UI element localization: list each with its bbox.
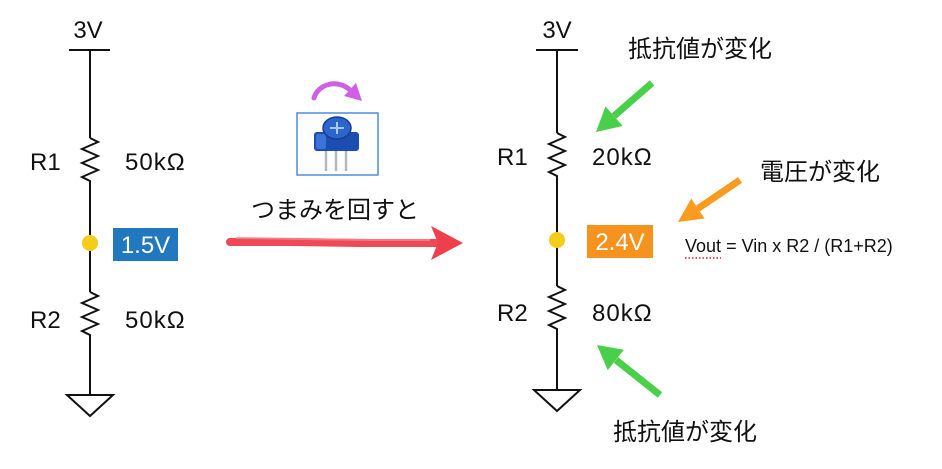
right-voltage-badge [587, 225, 653, 258]
left-circuit: 3V R1 50kΩ 1.5V R2 50kΩ [30, 17, 186, 418]
right-r2-value: 80kΩ [592, 300, 653, 327]
right-supply-label: 3V [542, 17, 571, 44]
r1-change-arrow-shaft [611, 80, 655, 119]
rotate-arrow-head [344, 83, 362, 101]
voltage-change-arrow-shaft [696, 177, 742, 212]
right-voltage-value: 2.4V [595, 229, 644, 256]
voltage-change-arrow-icon [678, 177, 742, 222]
r2-change-arrow-shaft [613, 357, 663, 398]
transition-arrow-brush [235, 237, 430, 241]
right-circuit: 3V R1 20kΩ 2.4V Vout = Vin x R2 / (R1+R2… [497, 17, 893, 413]
right-ground-symbol [531, 389, 583, 413]
transition-arrow-icon [226, 226, 463, 260]
left-r1-resistor [79, 137, 101, 185]
transition-arrow-shaft [226, 238, 442, 247]
right-output-node [549, 232, 565, 248]
rotate-arrow-shaft [311, 81, 354, 101]
right-r1-value: 20kΩ [592, 144, 653, 171]
left-r2-resistor [79, 291, 101, 340]
r1-change-label: 抵抗値が変化 [628, 35, 772, 63]
r2-change-label: 抵抗値が変化 [613, 418, 757, 446]
r2-change-arrow-icon [597, 345, 663, 398]
transition-arrow-head [431, 226, 463, 260]
right-r2-label: R2 [497, 300, 528, 327]
left-output-node [82, 235, 98, 251]
action-caption: つまみを回すと [251, 196, 419, 224]
right-r2-resistor [546, 285, 568, 334]
voltage-change-label: 電圧が変化 [760, 158, 880, 186]
left-voltage-value: 1.5V [121, 232, 170, 259]
rotate-arrow-icon [311, 81, 362, 101]
right-r1-label: R1 [497, 144, 528, 171]
r1-change-arrow-head [596, 106, 623, 132]
voltage-change-arrow-head [678, 198, 705, 222]
left-r2-label: R2 [30, 307, 61, 334]
left-voltage-badge [113, 228, 178, 261]
left-r1-label: R1 [30, 149, 61, 176]
formula-vout-term: Vout [685, 236, 721, 256]
r2-change-arrow-head [597, 345, 624, 371]
potentiometer-body-highlight [316, 134, 326, 149]
transition-section: つまみを回すと [226, 81, 463, 260]
formula-expression: = Vin x R2 / (R1+R2) [726, 236, 893, 256]
left-r1-value: 50kΩ [125, 149, 186, 176]
left-supply-label: 3V [73, 17, 102, 44]
right-r1-resistor [546, 132, 568, 180]
r1-change-arrow-icon [596, 80, 655, 132]
left-r2-value: 50kΩ [125, 307, 186, 334]
output-formula: Vout = Vin x R2 / (R1+R2) [685, 236, 893, 256]
annotations: 抵抗値が変化 電圧が変化 抵抗値が変化 [596, 35, 880, 446]
left-ground-symbol [64, 394, 116, 418]
potentiometer-icon [296, 112, 379, 176]
